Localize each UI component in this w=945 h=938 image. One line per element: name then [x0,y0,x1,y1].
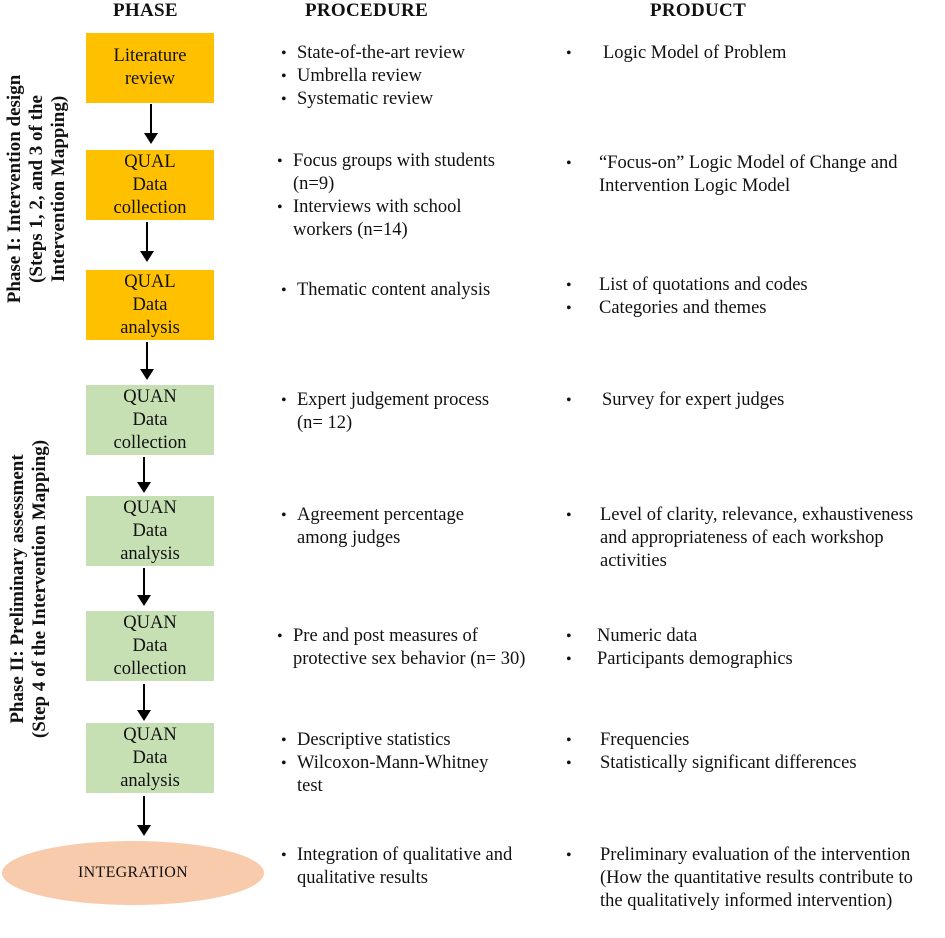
procedure-item: Descriptive statistics [281,729,491,752]
product-list-3: List of quotations and codes Categories … [566,274,808,320]
procedure-item: Interviews with school workers (n=14) [277,196,517,242]
procedure-item: Integration of qualitative and qualitati… [281,844,521,890]
product-item: Survey for expert judges [566,389,784,412]
step-box-line: Data [132,635,168,656]
product-list-4: Survey for expert judges [566,389,784,412]
product-list-2: “Focus-on” Logic Model of Change and Int… [566,152,945,198]
phase2-label: Phase II: Preliminary assessment (Step 4… [7,389,51,789]
procedure-item: Umbrella review [281,65,465,88]
phase2-label-line2: (Step 4 of the Intervention Mapping) [29,439,50,739]
procedure-item: Expert judgement process (n= 12) [281,389,501,435]
product-item: Numeric data [566,625,793,648]
product-list-5: Level of clarity, relevance, exhaustiven… [566,504,944,573]
product-item: Level of clarity, relevance, exhaustiven… [566,504,944,573]
step-box-line: QUAL [124,271,176,292]
procedure-list-6: Pre and post measures of protective sex … [277,625,547,671]
procedure-item: Thematic content analysis [281,279,501,302]
procedure-list-7: Descriptive statistics Wilcoxon-Mann-Whi… [281,729,491,798]
step-box-qual-data-collection: QUAL Data collection [86,150,214,220]
flow-arrow [137,684,151,721]
product-item: Logic Model of Problem [566,42,786,65]
product-list-7: Frequencies Statistically significant di… [566,729,857,775]
product-list-6: Numeric data Participants demographics [566,625,793,671]
header-phase: PHASE [113,0,178,21]
phase2-label-line1: Phase II: Preliminary assessment [7,454,28,724]
step-box-line: collection [113,658,187,679]
step-box-line: QUAN [123,612,177,633]
step-box-line: Data [132,409,168,430]
step-box-line: collection [113,432,187,453]
flow-arrow [137,796,151,836]
product-item: Statistically significant differences [566,752,857,775]
phase1-label-line3: Intervention Mapping) [48,95,69,283]
phase1-label-line2: (Steps 1, 2, and 3 of the [26,95,47,283]
product-item: “Focus-on” Logic Model of Change and Int… [566,152,945,198]
flow-arrow [140,342,154,380]
flow-arrow [137,568,151,606]
procedure-item: Agreement percentage among judges [281,504,511,550]
step-box-line: QUAL [124,151,176,172]
procedure-item: State-of-the-art review [281,42,465,65]
flow-arrow [140,222,154,262]
flow-arrow [144,104,158,144]
procedure-list-5: Agreement percentage among judges [281,504,511,550]
product-list-8: Preliminary evaluation of the interventi… [566,844,926,913]
step-box-quan-data-collection-2: QUAN Data collection [86,611,214,681]
step-box-line: Literature [113,46,187,66]
header-product: PRODUCT [650,0,747,21]
step-box-line: Data [132,520,168,541]
step-box-qual-data-analysis: QUAL Data analysis [86,270,214,340]
product-item: Categories and themes [566,297,808,320]
step-box-line: Data [132,294,168,315]
product-list-1: Logic Model of Problem [566,42,786,65]
step-box-line: analysis [120,543,180,564]
header-procedure: PROCEDURE [305,0,429,21]
step-box-line: QUAN [123,724,177,745]
step-box-line: Data [132,747,168,768]
step-box-line: collection [113,197,187,218]
integration-label: INTEGRATION [78,864,188,881]
step-box-line: Data [132,174,168,195]
procedure-list-4: Expert judgement process (n= 12) [281,389,501,435]
step-box-literature-review: Literature review [86,33,214,103]
step-box-line: analysis [120,317,180,338]
procedure-item: Pre and post measures of protective sex … [277,625,547,671]
product-item: Preliminary evaluation of the interventi… [566,844,926,913]
step-box-line: QUAN [123,386,177,407]
step-box-line: review [124,69,176,89]
procedure-list-3: Thematic content analysis [281,279,501,302]
product-item: List of quotations and codes [566,274,808,297]
procedure-list-8: Integration of qualitative and qualitati… [281,844,521,890]
procedure-item: Systematic review [281,88,465,111]
step-box-line: analysis [120,770,180,791]
step-box-quan-data-collection: QUAN Data collection [86,385,214,455]
step-box-quan-data-analysis-2: QUAN Data analysis [86,723,214,793]
step-box-line: QUAN [123,497,177,518]
step-box-quan-data-analysis: QUAN Data analysis [86,496,214,566]
phase1-label-line1: Phase I: Intervention design [4,74,25,304]
procedure-item: Wilcoxon-Mann-Whitney test [281,752,491,798]
flow-arrow [137,457,151,493]
integration-ellipse: INTEGRATION [2,841,264,905]
product-item: Frequencies [566,729,857,752]
procedure-list-1: State-of-the-art review Umbrella review … [281,42,465,111]
product-item: Participants demographics [566,648,793,671]
phase1-label: Phase I: Intervention design (Steps 1, 2… [4,39,70,339]
procedure-list-2: Focus groups with students (n=9) Intervi… [277,150,517,242]
procedure-item: Focus groups with students (n=9) [277,150,517,196]
